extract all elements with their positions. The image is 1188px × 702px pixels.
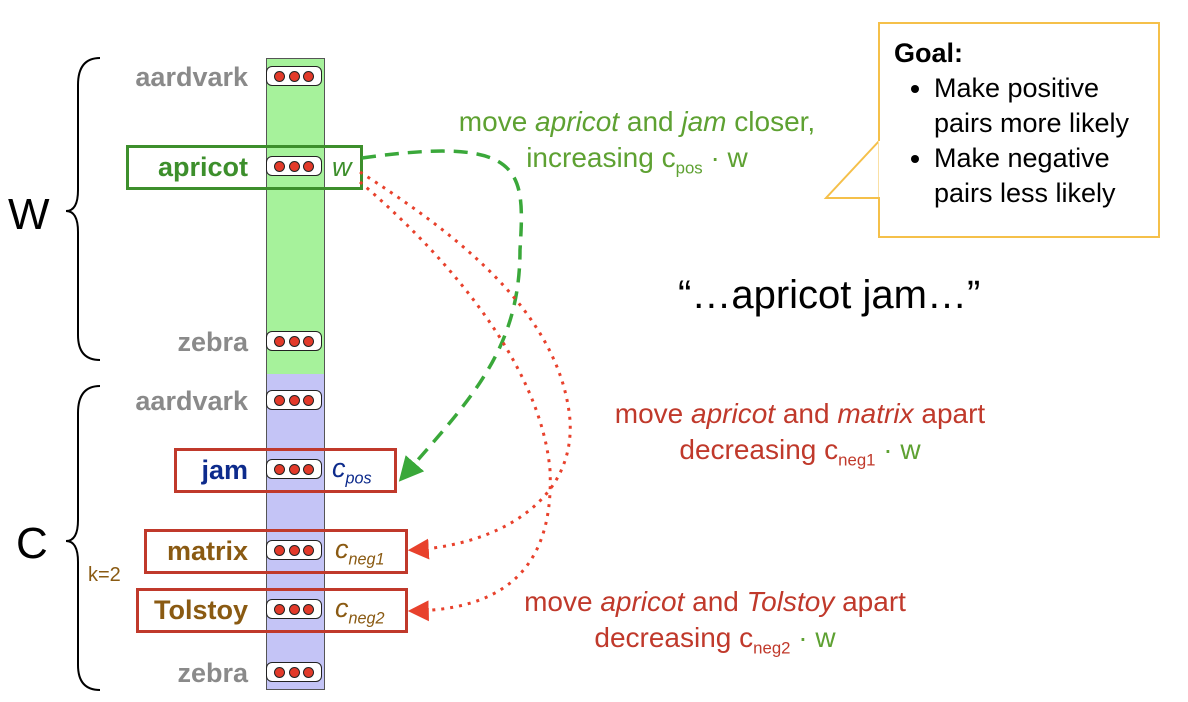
goal-list: Make positive pairs more likely Make neg… <box>894 71 1144 211</box>
c-vector-matrix <box>266 540 322 560</box>
k-label: k=2 <box>88 564 121 586</box>
w-embedding-region <box>266 58 325 374</box>
goal-callout: Goal: Make positive pairs more likely Ma… <box>878 22 1160 238</box>
neg1-annotation: move apricot and matrix apart decreasing… <box>585 396 1015 472</box>
pos-arrow <box>361 149 524 482</box>
pos-annotation-line2: increasing cpos · w <box>526 142 748 178</box>
c-neg2-label: cneg2 <box>335 593 385 628</box>
pos-annotation-line1: move apricot and jam closer, <box>458 106 816 137</box>
context-quote: “…apricot jam…” <box>678 273 981 317</box>
target-word-highlight <box>126 145 363 190</box>
c-vector-jam <box>266 459 322 479</box>
c-word-jam: jam <box>201 455 248 485</box>
c-vector-tolstoy <box>266 599 322 619</box>
c-pos-label: cpos <box>332 453 372 488</box>
c-word-matrix: matrix <box>166 536 248 566</box>
c-matrix-label: C <box>16 519 48 568</box>
w-matrix-label: W <box>8 190 50 239</box>
c-vector-aardvark <box>266 390 322 410</box>
c-word-tolstoy: Tolstoy <box>154 595 248 625</box>
neg1-arrow <box>359 170 572 560</box>
pos-annotation: move apricot and jam closer, increasing … <box>437 104 837 180</box>
neg2-context-highlight <box>136 588 408 633</box>
neg1-annotation-line2: decreasing cneg1 · w <box>679 434 921 470</box>
w-word-zebra: zebra <box>177 327 248 357</box>
w-word-aardvark: aardvark <box>135 62 248 92</box>
neg2-annotation-line1: move apricot and Tolstoy apart <box>524 586 906 617</box>
w-vector-zebra <box>266 331 322 351</box>
w-vector-label: w <box>332 152 352 182</box>
neg2-arrow <box>359 180 552 622</box>
c-word-aardvark: aardvark <box>135 386 248 416</box>
w-brace <box>65 57 101 361</box>
c-vector-zebra <box>266 662 322 682</box>
goal-item: Make negative pairs less likely <box>934 141 1144 211</box>
w-word-apricot: apricot <box>157 152 248 182</box>
w-vector-apricot <box>266 156 322 176</box>
neg2-annotation-line2: decreasing cneg2 · w <box>594 622 836 658</box>
neg1-annotation-line1: move apricot and matrix apart <box>614 398 986 429</box>
neg2-annotation: move apricot and Tolstoy apart decreasin… <box>495 584 935 660</box>
w-vector-aardvark <box>266 66 322 86</box>
c-word-zebra: zebra <box>177 658 248 688</box>
pos-context-highlight <box>174 448 397 493</box>
goal-title: Goal: <box>894 38 964 68</box>
c-brace <box>65 385 101 691</box>
neg1-context-highlight <box>144 529 408 574</box>
c-embedding-region <box>266 374 325 690</box>
goal-item: Make positive pairs more likely <box>934 71 1144 141</box>
c-neg1-label: cneg1 <box>335 534 385 569</box>
